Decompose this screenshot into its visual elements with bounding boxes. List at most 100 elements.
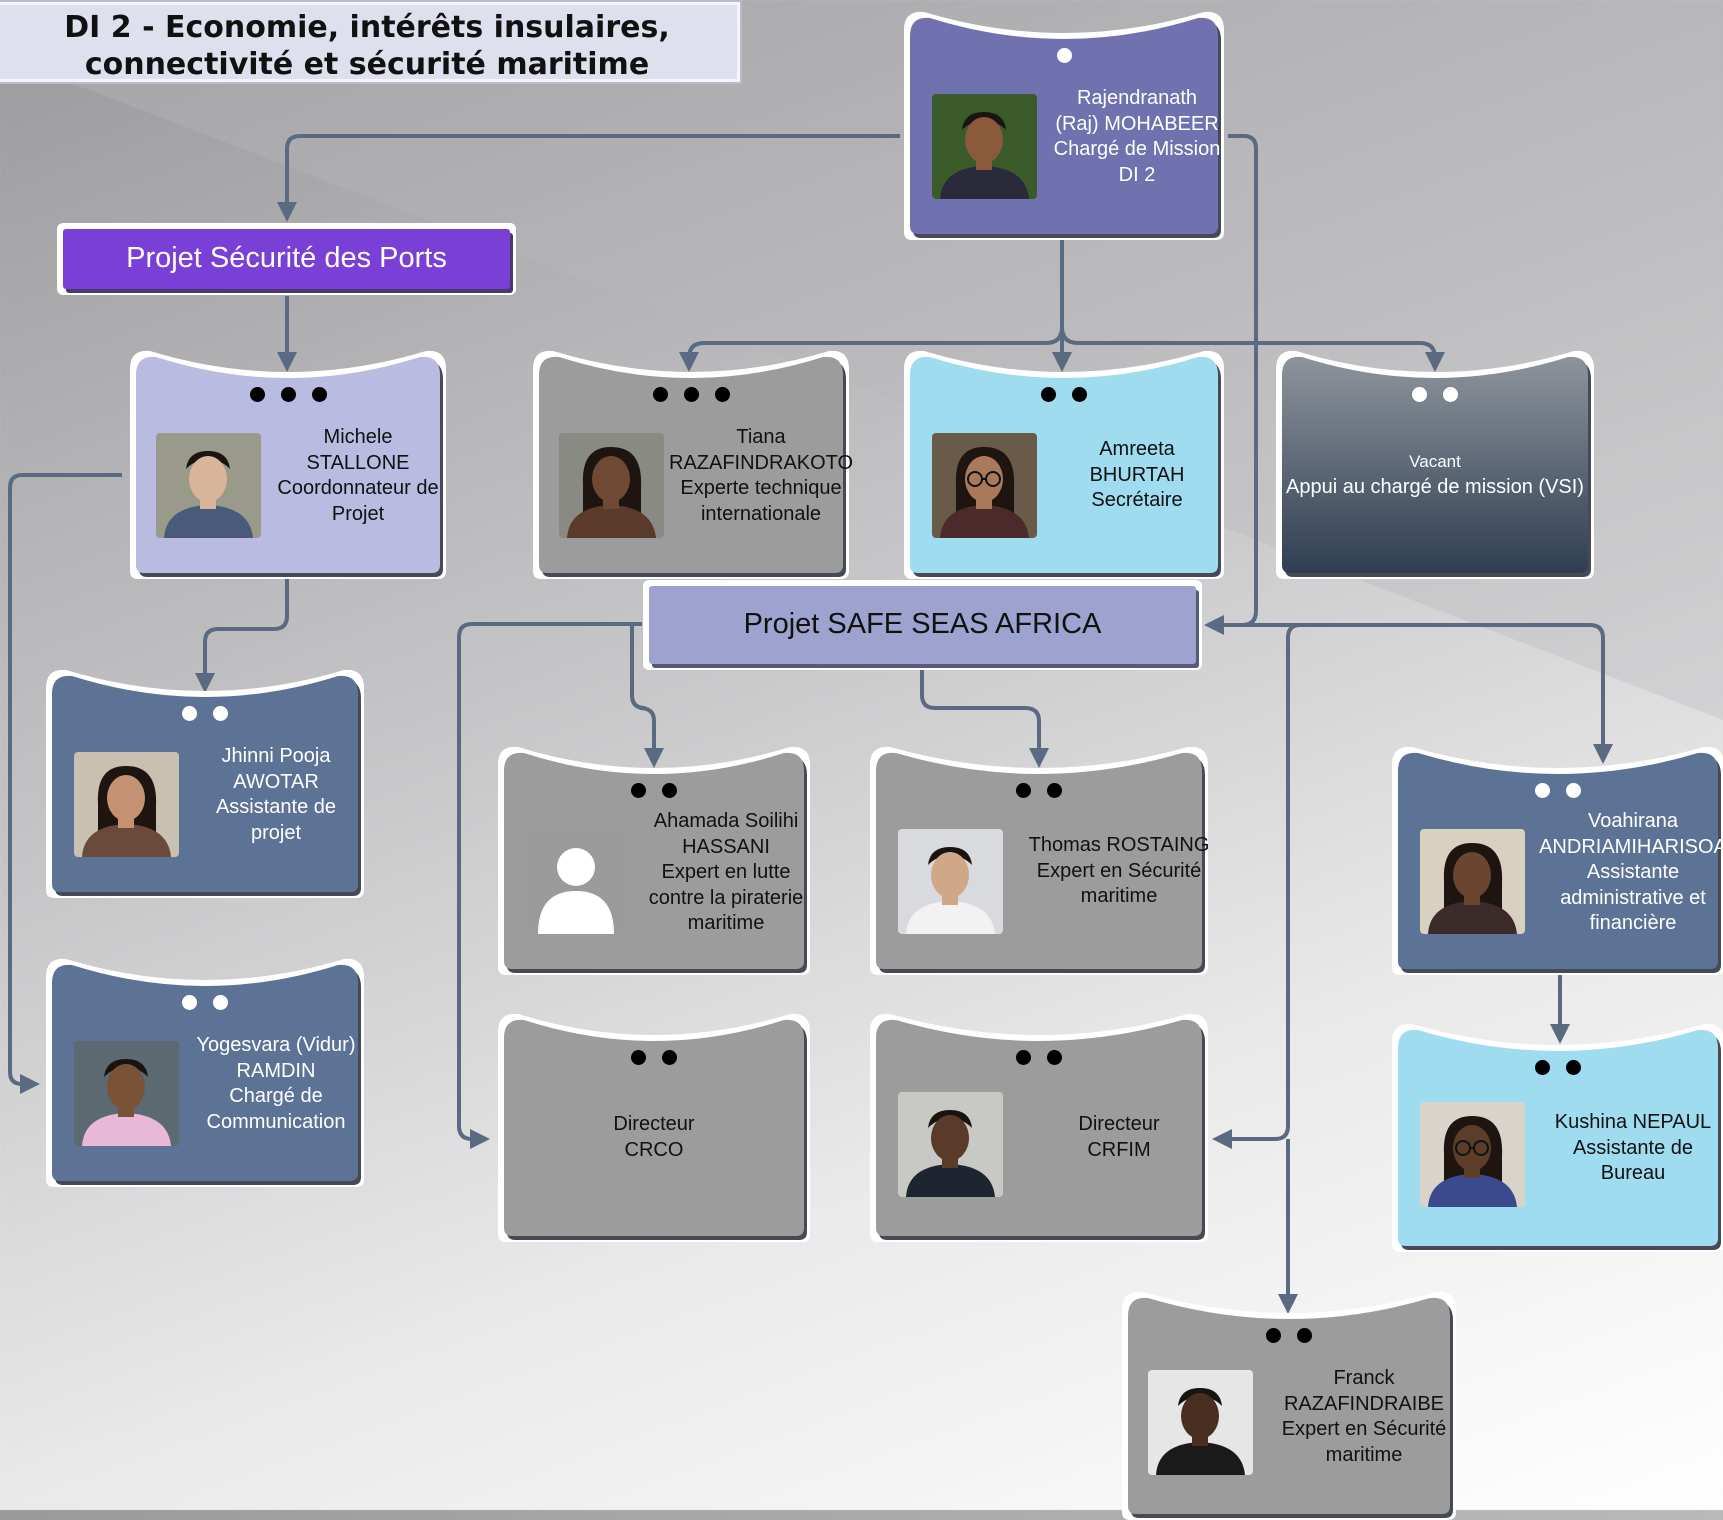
page-title: DI 2 - Economie, intérêts insulaires, co… xyxy=(0,2,740,82)
dot-icon xyxy=(1047,1050,1062,1065)
dot-icon xyxy=(1535,1060,1550,1075)
avatar xyxy=(932,94,1037,199)
status-dots xyxy=(126,387,450,402)
person-card-mohabeer: Rajendranath (Raj) MOHABEER Chargé de Miss… xyxy=(900,8,1228,241)
person-text-line: Thomas ROSTAING xyxy=(1028,834,1210,856)
dot-icon xyxy=(652,387,668,402)
dot-icon xyxy=(311,387,327,402)
person-text-line: Directeur xyxy=(1078,1113,1160,1135)
project-banner-safe-seas: Projet SAFE SEAS AFRICA xyxy=(643,580,1202,670)
title-line-2: connectivité et sécurité maritime xyxy=(84,47,650,82)
dot-icon xyxy=(662,1050,677,1065)
title-line-1: DI 2 - Economie, intérêts insulaires, xyxy=(64,10,670,45)
dot-icon xyxy=(1412,387,1427,402)
person-text-line: (Raj) MOHABEER xyxy=(1055,112,1219,135)
person-text-line: Vacant xyxy=(1409,452,1461,471)
person-text-line: administrative et xyxy=(1560,886,1706,909)
dot-icon xyxy=(1016,783,1031,798)
dot-icon xyxy=(631,783,646,798)
person-text-line: Jhinni Pooja xyxy=(221,745,331,767)
avatar xyxy=(1148,1370,1253,1475)
card-shape xyxy=(1276,350,1594,579)
person-text-line: Ahamada Soilihi xyxy=(653,810,799,832)
person-text-line: AWOTAR xyxy=(233,770,319,793)
person-text-line: projet xyxy=(250,821,302,844)
person-card-nepaul: Kushina NEPAUL Assistante de Bureau xyxy=(1388,1020,1723,1252)
person-text-line: Chargé de xyxy=(229,1085,323,1107)
avatar xyxy=(898,1092,1003,1197)
ports-label: Projet Sécurité des Ports xyxy=(63,229,510,289)
status-dots xyxy=(1388,1060,1723,1075)
dot-icon xyxy=(1041,387,1056,402)
person-text-line: maritime xyxy=(687,912,765,934)
person-text-line: maritime xyxy=(1080,885,1158,907)
avatar-placeholder-icon xyxy=(524,829,629,934)
person-text-line: Chargé de Mission xyxy=(1053,138,1221,160)
person-text-line: Kushina NEPAUL xyxy=(1554,1111,1712,1133)
person-text-line: Franck xyxy=(1333,1367,1395,1389)
person-text-line: RAZAFINDRAKOTO xyxy=(669,451,854,474)
person-text-line: Appui au chargé de mission (VSI) xyxy=(1286,475,1584,498)
person-text-line: Assistante de xyxy=(1572,1136,1694,1159)
person-text-line: HASSANI xyxy=(682,835,770,858)
card-shape xyxy=(498,1013,810,1242)
person-text-line: internationale xyxy=(700,502,822,525)
dot-icon xyxy=(1266,1328,1281,1343)
person-text-line: CRCO xyxy=(624,1138,684,1161)
person-text-line: Secrétaire xyxy=(1091,489,1183,511)
status-dots xyxy=(900,387,1228,402)
avatar xyxy=(898,829,1003,934)
status-dots xyxy=(866,1050,1212,1065)
person-text-line: Amreeta xyxy=(1099,438,1175,460)
person-text-line: RAZAFINDRAIBE xyxy=(1283,1392,1445,1415)
person-text-line: contre la piraterie xyxy=(648,886,804,909)
status-dots xyxy=(42,995,368,1010)
person-text-line: Expert en lutte xyxy=(661,861,791,883)
person-text-line: RAMDIN xyxy=(236,1059,316,1082)
dot-icon xyxy=(1016,1050,1031,1065)
person-text-line: Expert en Sécurité xyxy=(1281,1418,1447,1440)
dot-icon xyxy=(280,387,296,402)
person-text-line: STALLONE xyxy=(306,451,410,474)
person-text-line: DI 2 xyxy=(1118,163,1156,186)
status-dots xyxy=(900,48,1228,63)
person-text-line: financière xyxy=(1589,912,1677,934)
status-dots xyxy=(1272,387,1598,402)
status-dots xyxy=(494,783,814,798)
person-text-line: Tiana xyxy=(736,426,786,448)
avatar xyxy=(74,1041,179,1146)
person-text: Rajendranath (Raj) MOHABEER Chargé de Miss… xyxy=(1042,86,1232,188)
status-dots xyxy=(866,783,1212,798)
person-text-line: Bureau xyxy=(1600,1162,1666,1184)
dot-icon xyxy=(1566,783,1581,798)
dot-icon xyxy=(1047,783,1062,798)
dot-icon xyxy=(1072,387,1087,402)
person-text-line: Assistante de xyxy=(215,796,337,818)
person-text-line: Rajendranath xyxy=(1076,87,1198,109)
status-dots xyxy=(1388,783,1723,798)
status-dots xyxy=(494,1050,814,1065)
person-text-line: CRFIM xyxy=(1087,1138,1151,1161)
status-dots xyxy=(1118,1328,1460,1343)
person-text-line: Directeur xyxy=(613,1113,695,1135)
status-dots xyxy=(42,706,368,721)
person-text-line: Experte technique xyxy=(680,477,842,499)
dot-icon xyxy=(631,1050,646,1065)
dot-icon xyxy=(1443,387,1458,402)
dot-icon xyxy=(213,995,228,1010)
dot-icon xyxy=(1056,48,1072,63)
person-text-line: BHURTAH xyxy=(1089,463,1185,486)
dot-icon xyxy=(1297,1328,1312,1343)
person-text-line: Yogesvara (Vidur) xyxy=(196,1034,356,1056)
avatar xyxy=(1420,829,1525,934)
avatar xyxy=(932,433,1037,538)
